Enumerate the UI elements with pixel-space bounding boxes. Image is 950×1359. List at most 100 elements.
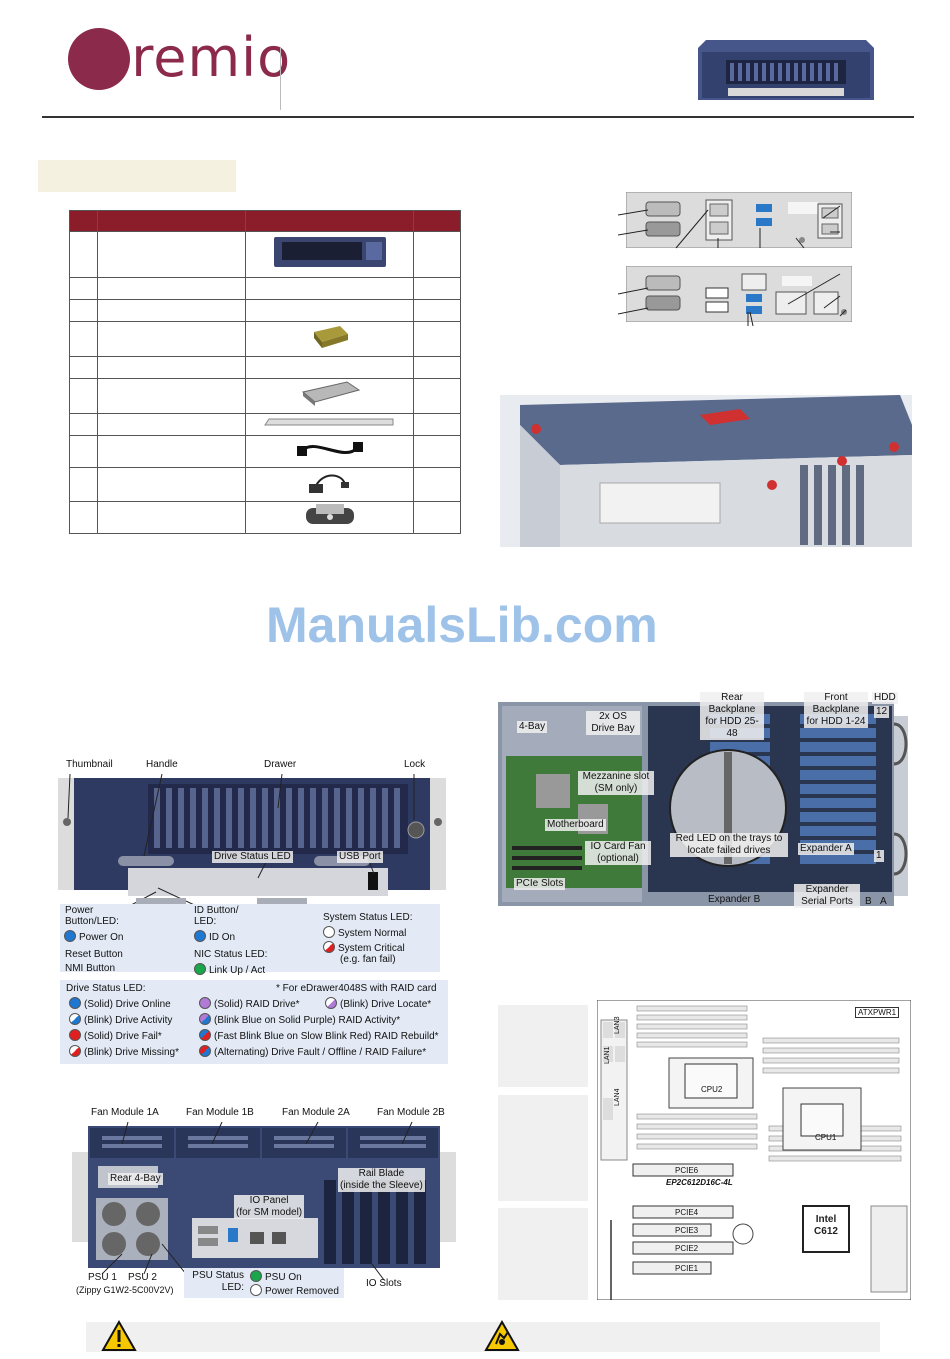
- mb-pcie1: PCIE1: [675, 1264, 699, 1273]
- chassis-icon: [273, 237, 386, 267]
- heatsink-icon: [313, 325, 348, 348]
- label-expander-b: Expander B: [708, 894, 761, 905]
- system-critical-legend: System Critical: [323, 941, 405, 954]
- drive-legend-title: Drive Status LED:: [66, 983, 146, 994]
- system-normal-legend: System Normal: [323, 926, 406, 939]
- label-expander-serial: Expander Serial Ports: [794, 884, 860, 908]
- mb-atx-power: ATXPWR1: [855, 1007, 900, 1018]
- table-row: [69, 277, 461, 300]
- table-row: [69, 501, 461, 534]
- drive-legend-item: (Solid) Drive Online: [69, 997, 171, 1010]
- blue-purple-led-icon: [199, 1013, 211, 1025]
- motherboard-layout-image: [597, 1000, 911, 1300]
- power-removed-legend: Power Removed: [250, 1284, 339, 1297]
- label-nmi-button: NMI Button: [65, 963, 116, 974]
- warning-icon: [101, 1320, 137, 1351]
- drive-legend-item: (Blink) Drive Locate*: [325, 997, 431, 1010]
- label-motherboard: Motherboard: [545, 819, 606, 831]
- table-row: [69, 435, 461, 468]
- label-rear-4bay: Rear 4-Bay: [108, 1173, 163, 1185]
- chassis-thumbnail-image: [698, 40, 874, 100]
- label-io-panel: IO Panel(for SM model): [234, 1195, 305, 1219]
- psu-on-legend: PSU On: [250, 1270, 302, 1283]
- rail-icon: [263, 418, 394, 426]
- drive-legend-item: (Fast Blink Blue on Slow Blink Red) RAID…: [199, 1029, 439, 1042]
- white-led-icon: [250, 1284, 262, 1296]
- io-callout-lines: [618, 205, 847, 327]
- label-fan-2b: Fan Module 2B: [377, 1107, 445, 1118]
- blue-led-icon: [64, 930, 76, 942]
- mb-lan3: LAN3: [614, 1016, 621, 1034]
- mb-lan4: LAN4: [614, 1088, 621, 1106]
- blue-red-led-icon: [199, 1029, 211, 1041]
- label-psu1-model: (Zippy G1W2-5C00V2V): [76, 1285, 174, 1295]
- drive-legend-bg: [60, 980, 448, 1064]
- mb-lan1: LAN1: [604, 1046, 611, 1064]
- interior-top-view-image: [498, 702, 908, 906]
- green-led-icon: [250, 1270, 262, 1282]
- label-io-slots: IO Slots: [366, 1278, 402, 1289]
- label-red-led: Red LED on the trays to locate failed dr…: [670, 833, 788, 857]
- green-led-icon: [194, 963, 206, 975]
- drive-legend-item: (Blink) Drive Activity: [69, 1013, 172, 1026]
- mb-cpu1: CPU1: [815, 1133, 837, 1142]
- mb-pcie6: PCIE6: [675, 1166, 699, 1175]
- blue-blink-led-icon: [69, 1013, 81, 1025]
- label-fan-2a: Fan Module 2A: [282, 1107, 350, 1118]
- mb-side-panel-2: [498, 1095, 588, 1201]
- id-on-legend: ID On: [194, 930, 235, 943]
- header-divider-vertical: [280, 48, 281, 110]
- esd-warning-icon: [484, 1320, 520, 1351]
- header: premio: [0, 0, 950, 120]
- label-psu-status: PSU Status LED:: [192, 1270, 244, 1293]
- front-panel-image: [58, 778, 446, 896]
- label-mezzanine: Mezzanine slot (SM only): [578, 771, 654, 795]
- mb-pcie3: PCIE3: [675, 1226, 699, 1235]
- io-panel-b-image: [626, 266, 852, 322]
- mb-pcie2: PCIE2: [675, 1244, 699, 1253]
- purple-led-icon: [199, 997, 211, 1009]
- bracket-icon: [305, 504, 354, 524]
- header-rule: [42, 116, 914, 118]
- table-row: [69, 413, 461, 436]
- blue-led-icon: [69, 997, 81, 1009]
- chassis-top-view-image: [500, 395, 912, 547]
- power-cord-icon: [296, 442, 363, 456]
- serial-cable-icon: [308, 474, 349, 493]
- table-row: [69, 299, 461, 322]
- table-row: [69, 378, 461, 414]
- purple-blink-led-icon: [325, 997, 337, 1009]
- label-fan-1b: Fan Module 1B: [186, 1107, 254, 1118]
- drive-legend-item: (Alternating) Drive Fault / Offline / RA…: [199, 1045, 426, 1058]
- label-system-status: System Status LED:: [323, 912, 413, 923]
- mb-cpu2: CPU2: [701, 1085, 723, 1094]
- label-psu1: PSU 1: [88, 1272, 117, 1283]
- drive-legend-item: (Solid) RAID Drive*: [199, 997, 300, 1010]
- blue-red-led-icon: [199, 1045, 211, 1057]
- drive-legend-item: (Blink Blue on Solid Purple) RAID Activi…: [199, 1013, 400, 1026]
- red-blink-led-icon: [69, 1045, 81, 1057]
- table-row: [69, 356, 461, 379]
- label-reset-button: Reset Button: [65, 949, 123, 960]
- mb-model: EP2C612D16C-4L: [666, 1178, 733, 1187]
- io-panel-diagrams: [618, 188, 858, 338]
- package-contents-table: [69, 210, 461, 534]
- premio-logo-icon: [68, 28, 130, 90]
- red-blink-led-icon: [323, 941, 335, 953]
- power-on-legend: Power On: [64, 930, 123, 943]
- front-status-bg: [60, 904, 440, 972]
- white-led-icon: [323, 926, 335, 938]
- table-row: [69, 467, 461, 502]
- label-handle: Handle: [146, 759, 178, 770]
- label-hdd: HDD: [872, 692, 898, 704]
- drive-legend-item: (Solid) Drive Fail*: [69, 1029, 162, 1042]
- label-os-bay: 2x OS Drive Bay: [586, 711, 640, 735]
- label-thumbnail: Thumbnail: [66, 759, 113, 770]
- label-psu2: PSU 2: [128, 1272, 157, 1283]
- label-port-a: A: [880, 896, 887, 907]
- drive-legend-note: * For eDrawer4048S with RAID card: [276, 983, 437, 994]
- label-id-button: ID Button/ LED:: [194, 905, 239, 927]
- blue-led-icon: [194, 930, 206, 942]
- logo-text: premio: [96, 26, 292, 89]
- label-hdd-1: 1: [874, 850, 884, 862]
